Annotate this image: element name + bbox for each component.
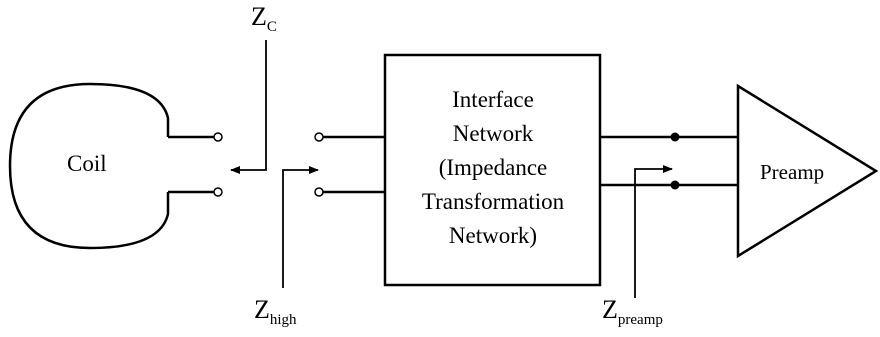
coil: Coil bbox=[8, 82, 223, 250]
interface-network-line-5: Network) bbox=[449, 223, 537, 248]
z-coil-indicator: ZC bbox=[230, 2, 277, 174]
interface-network-line-1: Interface bbox=[452, 87, 534, 112]
output-junction-top bbox=[670, 132, 680, 142]
z-high-subscript: high bbox=[270, 312, 297, 328]
output-junction-bottom bbox=[670, 180, 680, 190]
z-coil-subscript: C bbox=[267, 19, 277, 35]
interface-network-box bbox=[383, 53, 602, 287]
interface-network-line-2: Network bbox=[453, 121, 534, 146]
interface-input bbox=[314, 132, 385, 197]
z-preamp-label: Zpreamp bbox=[602, 295, 663, 328]
z-preamp-indicator: Zpreamp bbox=[602, 165, 673, 328]
interface-terminal-top bbox=[314, 132, 324, 142]
z-high-pointer-line bbox=[282, 166, 319, 288]
z-preamp-symbol: Z bbox=[602, 295, 618, 324]
z-high-label: Zhigh bbox=[254, 295, 297, 328]
interface-network-line-3: (Impedance bbox=[439, 155, 548, 180]
interface-terminal-bottom bbox=[314, 187, 324, 197]
coil-label: Coil bbox=[67, 151, 107, 176]
z-preamp-subscript: preamp bbox=[618, 312, 663, 328]
z-high-symbol: Z bbox=[254, 295, 270, 324]
coil-terminal-bottom bbox=[213, 187, 223, 197]
coil-loop bbox=[8, 82, 170, 250]
z-coil-symbol: Z bbox=[251, 2, 267, 31]
z-coil-label: ZC bbox=[251, 2, 277, 35]
output-wires bbox=[600, 132, 738, 190]
z-preamp-pointer-line bbox=[634, 165, 673, 298]
preamp-triangle bbox=[736, 83, 879, 259]
coil-terminal-top bbox=[213, 132, 223, 142]
preamp: Preamp bbox=[736, 83, 879, 259]
interface-network: Interface Network (Impedance Transformat… bbox=[383, 53, 602, 287]
interface-network-line-4: Transformation bbox=[422, 189, 565, 214]
z-coil-pointer-line bbox=[230, 40, 267, 174]
z-high-indicator: Zhigh bbox=[254, 166, 319, 328]
preamp-label: Preamp bbox=[760, 160, 824, 184]
